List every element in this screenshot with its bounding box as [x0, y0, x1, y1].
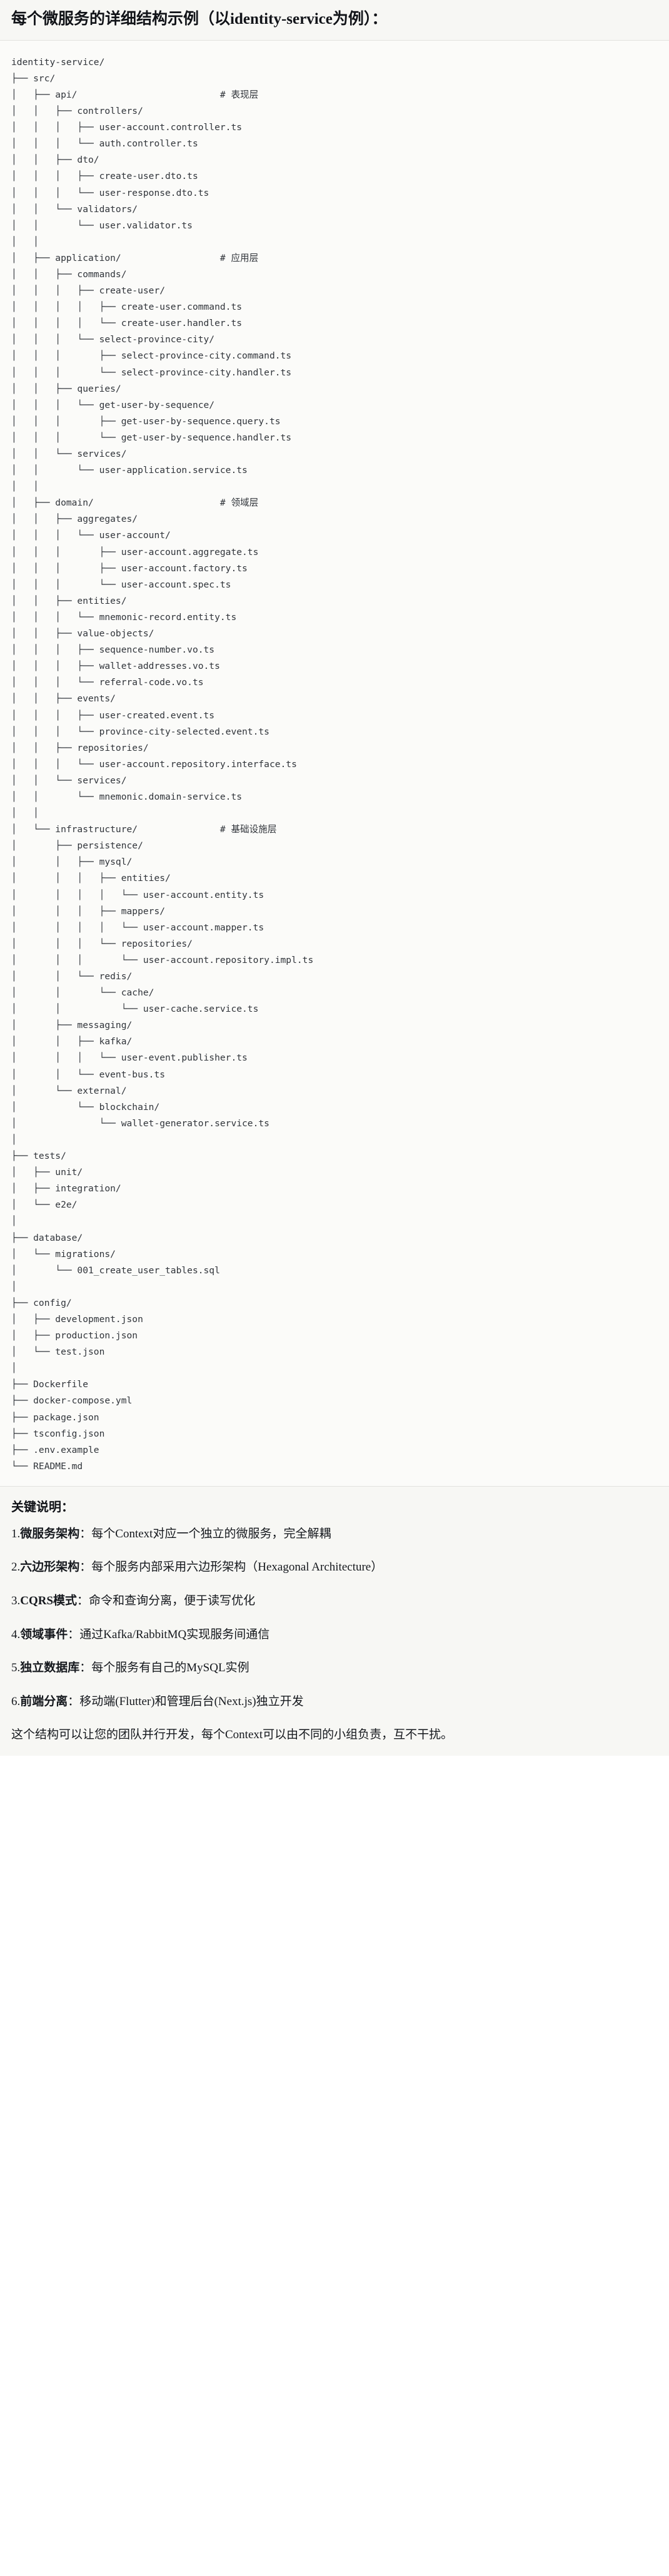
key-notes-footer: 这个结构可以让您的团队并行开发，每个Context可以由不同的小组负责，互不干扰… [11, 1728, 453, 1742]
key-note-description: 每个服务内部采用六边形架构（Hexagonal Architecture） [91, 1560, 383, 1574]
key-note-term: 领域事件 [20, 1627, 68, 1641]
key-note-term: 前端分离 [20, 1694, 68, 1708]
directory-tree: identity-service/ ├── src/ │ ├── api/ # … [11, 56, 314, 1472]
key-note-number: 6. [11, 1694, 21, 1708]
page-header: 每个微服务的详细结构示例（以identity-service为例）： [0, 0, 669, 41]
page-title: 每个微服务的详细结构示例（以identity-service为例）： [11, 11, 388, 28]
key-note-separator: ： [79, 1560, 92, 1574]
key-note-term: 六边形架构 [20, 1560, 80, 1574]
key-note-description: 每个服务有自己的MySQL实例 [91, 1661, 249, 1675]
page-root: 每个微服务的详细结构示例（以identity-service为例）： ident… [0, 0, 669, 1756]
key-note-item: 5.独立数据库：每个服务有自己的MySQL实例 [11, 1659, 658, 1677]
key-note-term: 独立数据库 [20, 1661, 80, 1675]
key-notes-title: 关键说明： [11, 1500, 74, 1514]
key-note-number: 1. [11, 1527, 21, 1540]
key-note-number: 2. [11, 1560, 21, 1574]
key-note-term: 微服务架构 [20, 1527, 80, 1540]
directory-tree-container: identity-service/ ├── src/ │ ├── api/ # … [0, 40, 669, 1486]
key-note-separator: ： [79, 1527, 92, 1540]
key-note-item: 4.领域事件：通过Kafka/RabbitMQ实现服务间通信 [11, 1626, 658, 1644]
key-note-item: 3.CQRS模式：命令和查询分离，便于读写优化 [11, 1592, 658, 1610]
key-note-term: CQRS模式 [20, 1594, 78, 1607]
key-note-separator: ： [79, 1661, 92, 1675]
key-note-number: 4. [11, 1627, 21, 1641]
key-note-item: 2.六边形架构：每个服务内部采用六边形架构（Hexagonal Architec… [11, 1559, 658, 1576]
key-note-separator: ： [68, 1694, 80, 1708]
key-note-item: 6.前端分离：移动端(Flutter)和管理后台(Next.js)独立开发 [11, 1693, 658, 1711]
key-note-description: 每个Context对应一个独立的微服务，完全解耦 [91, 1527, 331, 1540]
key-note-number: 5. [11, 1661, 21, 1675]
key-note-separator: ： [68, 1627, 80, 1641]
key-note-description: 移动端(Flutter)和管理后台(Next.js)独立开发 [79, 1694, 304, 1708]
key-note-description: 命令和查询分离，便于读写优化 [89, 1594, 256, 1607]
key-note-number: 3. [11, 1594, 21, 1607]
key-note-item: 1.微服务架构：每个Context对应一个独立的微服务，完全解耦 [11, 1525, 658, 1543]
key-note-separator: ： [77, 1594, 89, 1607]
key-note-description: 通过Kafka/RabbitMQ实现服务间通信 [79, 1627, 270, 1641]
